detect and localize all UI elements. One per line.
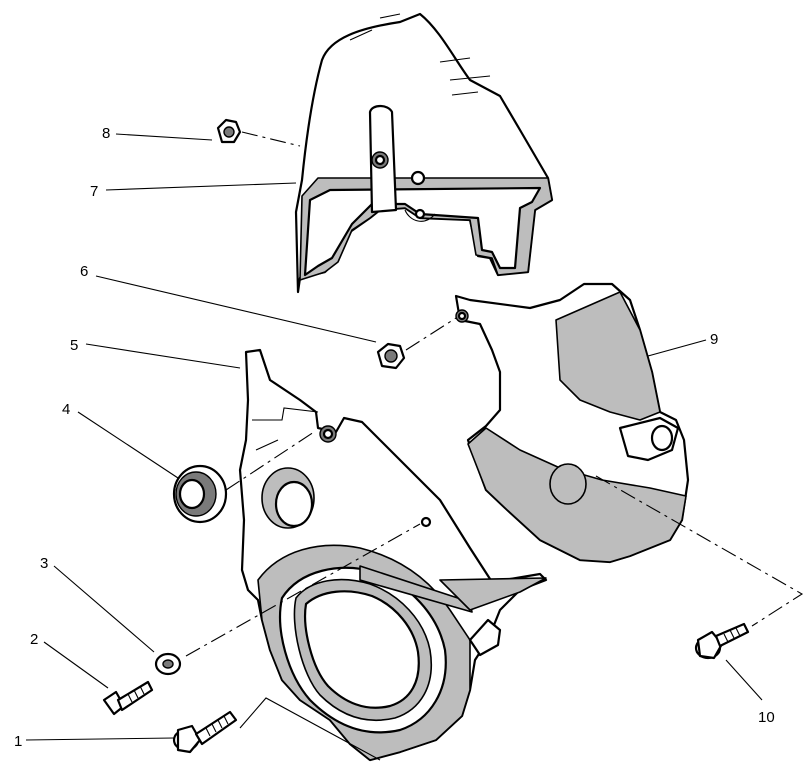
lower-timing-cover — [238, 348, 548, 762]
nut-middle — [376, 342, 406, 370]
callout-2: 2 — [30, 631, 38, 648]
callout-5: 5 — [70, 337, 78, 354]
callout-3: 3 — [40, 555, 48, 572]
crankshaft-seal — [172, 464, 228, 524]
right-cover-section — [454, 282, 690, 564]
callout-4: 4 — [62, 401, 70, 418]
upper-timing-cover — [294, 12, 554, 294]
bolt-right — [694, 622, 750, 660]
bolt-flanged — [172, 710, 238, 754]
callout-6: 6 — [80, 263, 88, 280]
callout-8: 8 — [102, 125, 110, 142]
bolt-short — [102, 680, 154, 716]
nut-upper — [216, 118, 242, 144]
leader-lines — [25, 131, 804, 761]
callout-7: 7 — [90, 183, 98, 200]
callout-9: 9 — [710, 331, 718, 348]
callout-10: 10 — [758, 709, 775, 726]
washer — [154, 652, 182, 676]
callout-1: 1 — [14, 733, 22, 750]
